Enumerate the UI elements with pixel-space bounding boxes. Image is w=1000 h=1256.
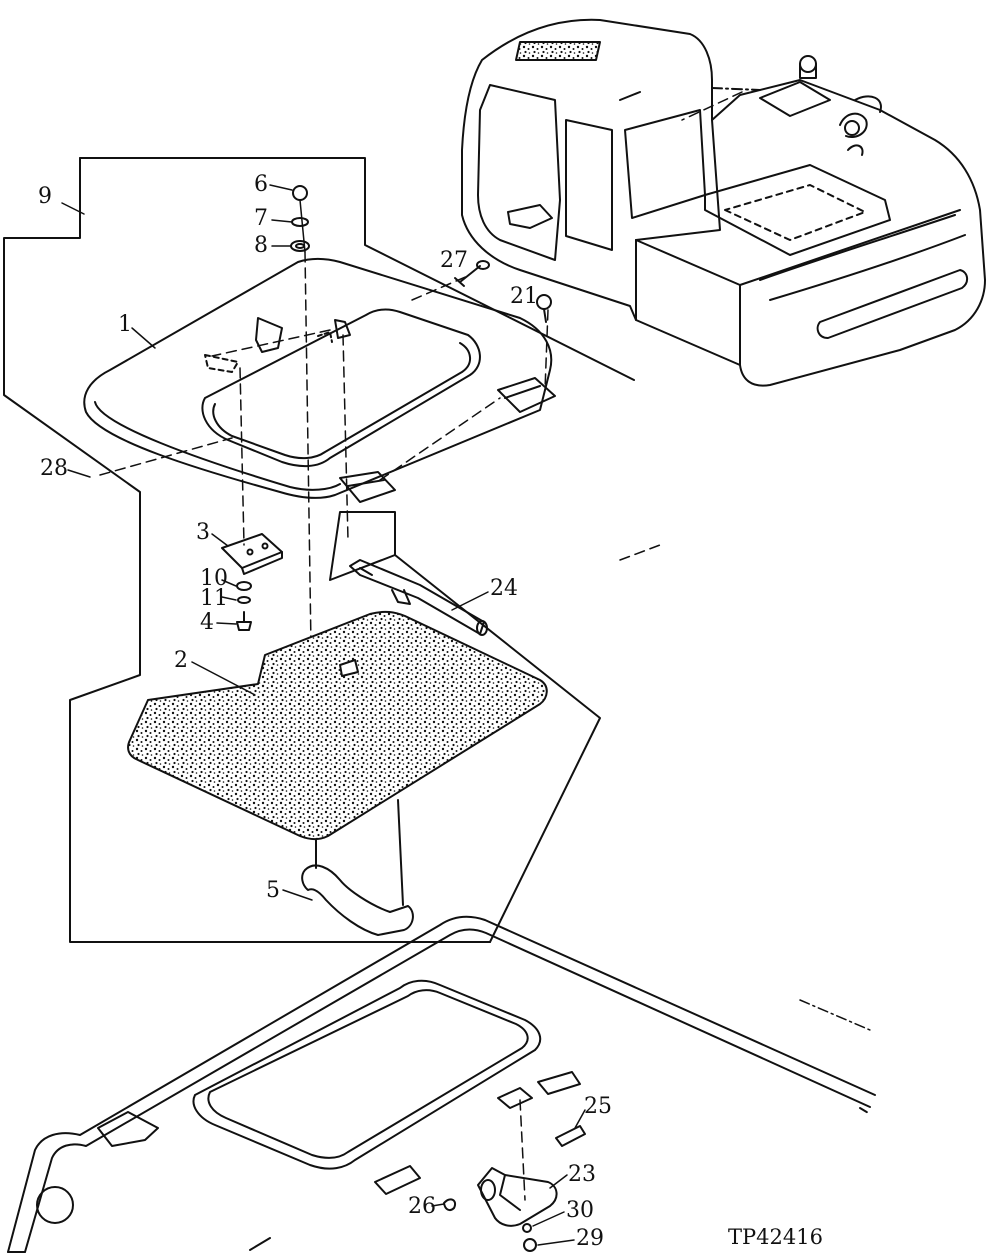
- callout-21: 21: [510, 284, 538, 309]
- callout-23: 23: [568, 1162, 596, 1187]
- callout-24: 24: [490, 576, 518, 601]
- callout-11: 11: [200, 586, 228, 611]
- hatch-lid: [83, 258, 556, 503]
- floor-mat: [127, 610, 548, 840]
- callout-6: 6: [254, 172, 268, 197]
- callout-leaders: [61, 184, 586, 1246]
- washers-and-screw: [236, 581, 252, 631]
- callout-28: 28: [40, 456, 68, 481]
- callout-5: 5: [266, 878, 280, 903]
- callout-27: 27: [440, 248, 468, 273]
- callout-29: 29: [576, 1226, 604, 1251]
- callout-3: 3: [196, 520, 210, 545]
- latch-plate-3: [221, 533, 283, 575]
- bolt-washer-nut-stack: [290, 185, 310, 252]
- callout-7: 7: [254, 206, 268, 231]
- callout-1: 1: [118, 312, 132, 337]
- callout-30: 30: [566, 1198, 594, 1223]
- callout-25: 25: [584, 1094, 612, 1119]
- gas-spring-24: [349, 559, 488, 636]
- callout-26: 26: [408, 1194, 436, 1219]
- bolt-27: [454, 260, 490, 287]
- callout-4: 4: [200, 610, 214, 635]
- assembly-centerlines: [99, 91, 743, 713]
- bolt-21: [536, 294, 552, 323]
- grab-handle-5: [301, 799, 414, 936]
- figure-id: TP42416: [728, 1225, 823, 1249]
- callout-2: 2: [174, 648, 188, 673]
- callout-10: 10: [200, 566, 228, 591]
- excavator-upper-structure: [461, 18, 986, 387]
- lower-latch-bracket: [443, 1125, 586, 1252]
- callout-8: 8: [254, 233, 268, 258]
- cab-roof-lower-view: [7, 915, 876, 1253]
- callout-9: 9: [38, 184, 52, 209]
